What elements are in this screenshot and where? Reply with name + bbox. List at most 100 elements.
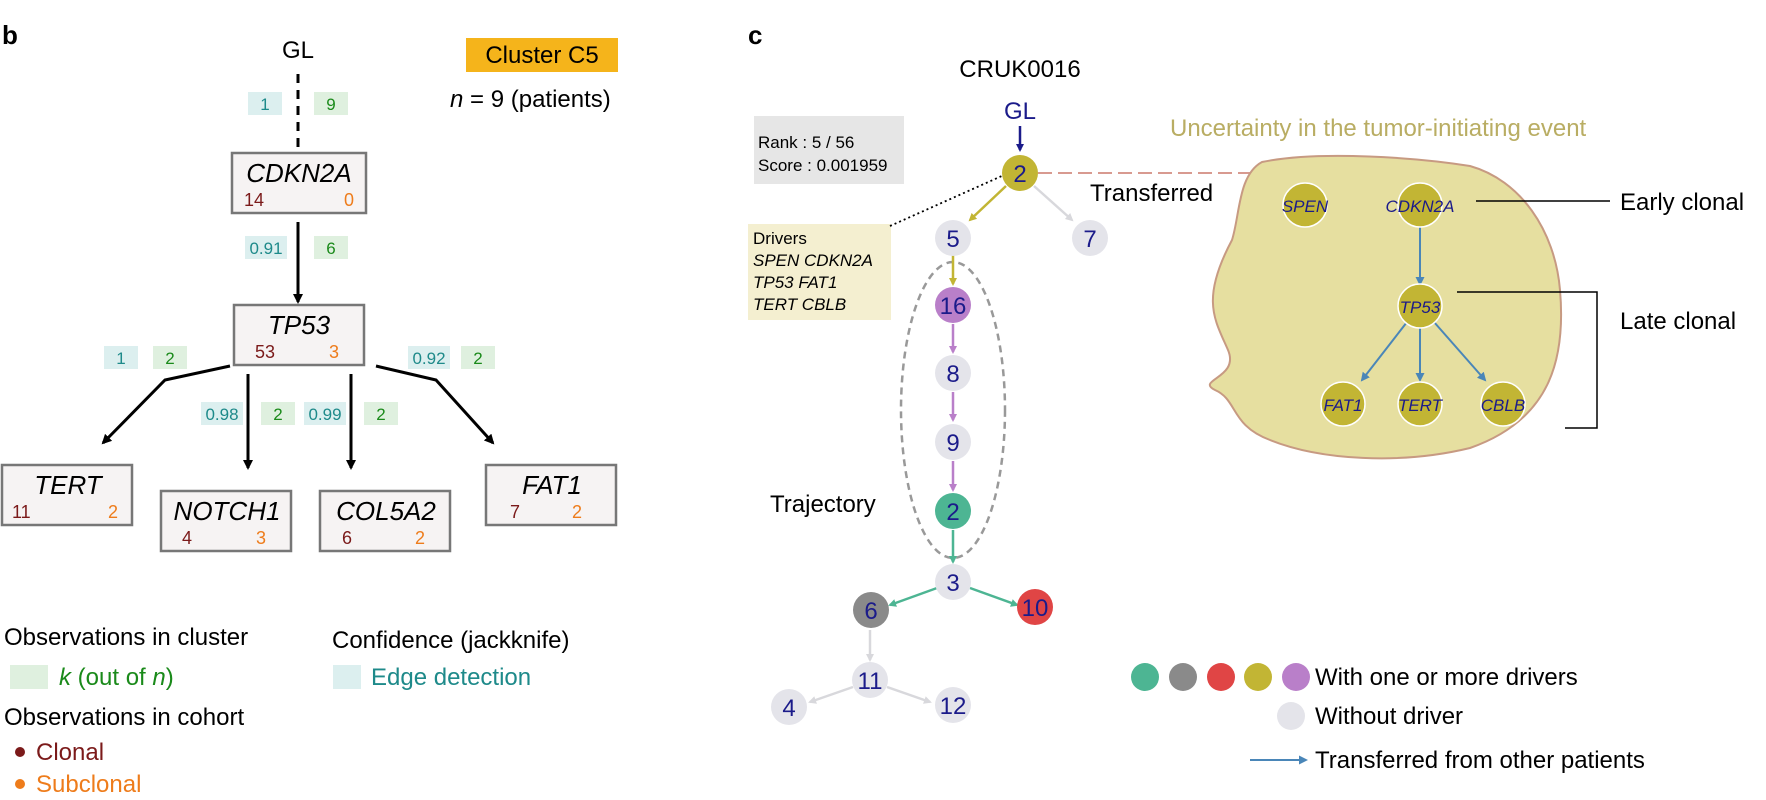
late-clonal-bracket bbox=[1457, 291, 1598, 429]
node-label: 4 bbox=[782, 695, 795, 722]
conf-badge-tp53-notch1 bbox=[201, 402, 243, 425]
node-label: 12 bbox=[940, 693, 967, 720]
gene-node-col5a2: COL5A2 6 2 bbox=[318, 489, 452, 553]
clonal-count: 7 bbox=[510, 502, 520, 522]
edge-3-10 bbox=[969, 586, 1019, 607]
gene-name: FAT1 bbox=[522, 470, 582, 500]
k-value-tp53-fat1: 2 bbox=[473, 349, 482, 368]
conf-badge-tp53-tert bbox=[104, 346, 138, 369]
legend-swatch-teal bbox=[1131, 663, 1159, 691]
legend-k-label: k (out of n) bbox=[59, 664, 174, 691]
k-end: ) bbox=[166, 664, 174, 691]
gene-name: COL5A2 bbox=[336, 496, 436, 526]
tree-node-11: 11 bbox=[852, 662, 888, 698]
tree-node-9: 9 bbox=[935, 424, 971, 460]
k-value-tp53-col5a2: 2 bbox=[376, 405, 385, 424]
legend-obs-cluster: Observations in cluster bbox=[4, 624, 248, 651]
gene-label: CDKN2A bbox=[1386, 197, 1455, 216]
legend-confidence: Confidence (jackknife) bbox=[332, 627, 569, 654]
blob-node-fat1: FAT1 bbox=[1320, 381, 1366, 427]
uncertainty-title: Uncertainty in the tumor-initiating even… bbox=[1170, 115, 1587, 142]
drivers-box bbox=[748, 224, 891, 320]
node-label: 6 bbox=[864, 598, 877, 625]
tree-node-12: 12 bbox=[935, 687, 971, 723]
gene-label: CBLB bbox=[1481, 396, 1525, 415]
patient-count: n = 9 (patients) bbox=[450, 86, 611, 113]
tree-node-2-teal: 2 bbox=[935, 493, 971, 529]
blob-node-cblb: CBLB bbox=[1480, 381, 1526, 427]
edge-11-4 bbox=[808, 685, 854, 704]
panel-b-legend: Observations in cluster k (out of n) Obs… bbox=[4, 624, 569, 798]
tree-node-6: 6 bbox=[853, 592, 889, 628]
node-label: 16 bbox=[940, 293, 967, 320]
blob-node-cdkn2a: CDKN2A bbox=[1386, 182, 1455, 228]
conf-value-tp53-col5a2: 0.99 bbox=[308, 405, 341, 424]
subclonal-dot bbox=[15, 779, 25, 789]
conf-badge-cdkn2a-tp53 bbox=[245, 236, 287, 259]
gene-node-notch1: NOTCH1 4 3 bbox=[159, 489, 293, 553]
conf-badge-gl-cdkn2a bbox=[248, 92, 282, 115]
transferred-label: Transferred bbox=[1090, 180, 1213, 207]
k-badge-cdkn2a-tp53 bbox=[314, 236, 348, 259]
gene-node-tert: TERT 11 2 bbox=[0, 463, 134, 527]
blob-node-tp53: TP53 bbox=[1397, 283, 1443, 329]
drivers-title: Drivers bbox=[753, 229, 807, 248]
gene-label: FAT1 bbox=[1323, 396, 1362, 415]
clonal-dot bbox=[15, 747, 25, 757]
rank-score-box bbox=[754, 116, 904, 184]
clonal-count: 14 bbox=[244, 190, 264, 210]
blob-node-spen: SPEN bbox=[1282, 182, 1329, 228]
gene-name: NOTCH1 bbox=[174, 496, 281, 526]
legend-transferred-from: Transferred from other patients bbox=[1315, 747, 1645, 774]
k-badge-gl-cdkn2a bbox=[314, 92, 348, 115]
conf-value-tp53-tert: 1 bbox=[116, 349, 125, 368]
late-clonal-label: Late clonal bbox=[1620, 308, 1736, 335]
legend-with-drivers: With one or more drivers bbox=[1315, 664, 1578, 691]
patient-id: CRUK0016 bbox=[959, 56, 1080, 83]
legend-obs-cohort: Observations in cohort bbox=[4, 704, 244, 731]
panel-c-legend: With one or more drivers Without driver … bbox=[1131, 663, 1645, 774]
edge-tp53-fat1 bbox=[375, 364, 495, 445]
edge-2-5 bbox=[968, 185, 1007, 222]
tree-node-7: 7 bbox=[1072, 220, 1108, 256]
subclonal-count: 0 bbox=[344, 190, 354, 210]
uncertainty-blob bbox=[1208, 154, 1563, 460]
gene-name: TP53 bbox=[268, 310, 331, 340]
n-value: = 9 (patients) bbox=[463, 86, 610, 113]
clonal-count: 53 bbox=[255, 342, 275, 362]
node-label: 9 bbox=[946, 430, 959, 457]
legend-swatch-red bbox=[1207, 663, 1235, 691]
legend-swatch-no-driver bbox=[1277, 702, 1305, 730]
gene-name: TERT bbox=[34, 470, 104, 500]
subclonal-count: 3 bbox=[329, 342, 339, 362]
panel-c: c CRUK0016 GL Rank : 5 / 56 Score : 0.00… bbox=[748, 20, 1744, 774]
cluster-badge-label: Cluster C5 bbox=[485, 42, 598, 69]
node-label: 11 bbox=[858, 668, 883, 695]
k-badge-tp53-fat1 bbox=[461, 346, 495, 369]
conf-value-cdkn2a-tp53: 0.91 bbox=[249, 239, 282, 258]
k-value-cdkn2a-tp53: 6 bbox=[326, 239, 335, 258]
germline-label-c: GL bbox=[1004, 98, 1036, 125]
gene-label: SPEN bbox=[1282, 197, 1329, 216]
gene-label: TERT bbox=[1398, 396, 1444, 415]
clonal-count: 6 bbox=[342, 528, 352, 548]
trajectory-label: Trajectory bbox=[770, 491, 876, 518]
panel-c-label: c bbox=[748, 20, 762, 50]
legend-edge-swatch bbox=[333, 665, 361, 689]
node-label: 2 bbox=[946, 499, 959, 526]
gene-name: CDKN2A bbox=[246, 158, 351, 188]
conf-badge-tp53-fat1 bbox=[408, 346, 450, 369]
early-clonal-label: Early clonal bbox=[1620, 189, 1744, 216]
drivers-line-2: TP53 FAT1 bbox=[753, 273, 837, 292]
clonal-count: 11 bbox=[12, 502, 31, 522]
blob-edge-tp53-cblb bbox=[1433, 321, 1487, 382]
rank-text: Rank : 5 / 56 bbox=[758, 133, 854, 152]
gene-node-tp53: TP53 53 3 bbox=[232, 303, 366, 367]
tree-node-16: 16 bbox=[935, 287, 971, 323]
conf-value-tp53-notch1: 0.98 bbox=[205, 405, 238, 424]
panel-b-label: b bbox=[2, 20, 18, 50]
k-mid: (out of bbox=[71, 664, 152, 691]
legend-clonal: Clonal bbox=[36, 739, 104, 766]
conf-value-tp53-fat1: 0.92 bbox=[412, 349, 445, 368]
